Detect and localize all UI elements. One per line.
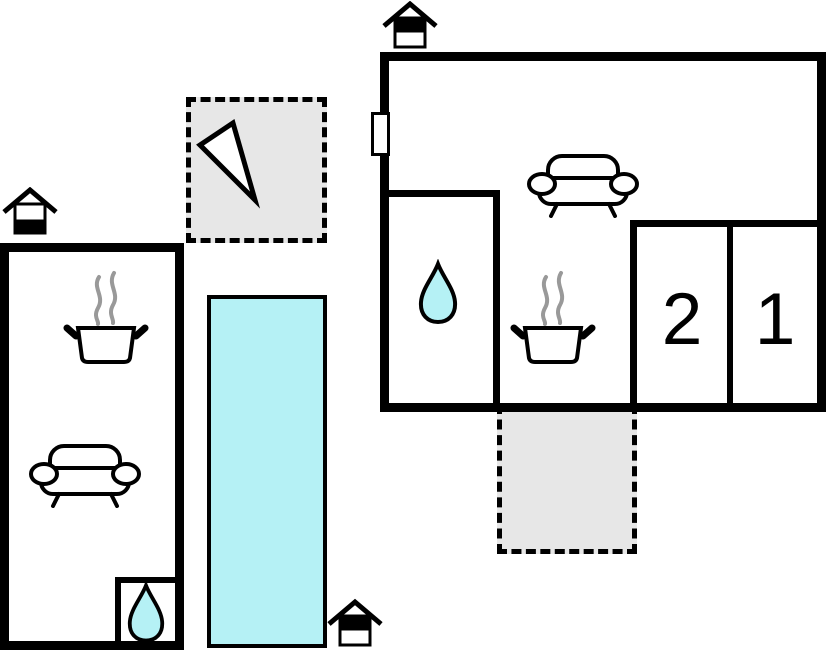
bedroom-1-label: 1 [754,279,796,360]
bathroom-wall-right [493,190,500,412]
compass-area [186,97,327,243]
bedroom-2-label: 2 [661,279,703,360]
house-icon [2,187,58,235]
sofa-icon [527,154,639,218]
house-icon [327,598,383,648]
north-arrow-icon [196,119,261,209]
terrace [497,404,637,554]
steam-icon [541,271,565,326]
swimming-pool [207,295,327,648]
annex-building [0,243,184,650]
main-building [380,52,826,412]
bedroom-divider-wall [727,220,733,412]
annex-bathroom [115,577,184,650]
house-icon [382,1,438,49]
sofa-icon [29,444,141,508]
bedrooms-wall-left [630,220,637,412]
water-drop-icon [127,582,165,644]
cooking-pot-icon [509,270,599,365]
steam-icon [94,271,118,326]
cooking-pot-icon [62,270,152,365]
water-drop-icon [418,259,458,327]
bathroom-wall-top [383,190,500,197]
window-marker [371,112,390,156]
